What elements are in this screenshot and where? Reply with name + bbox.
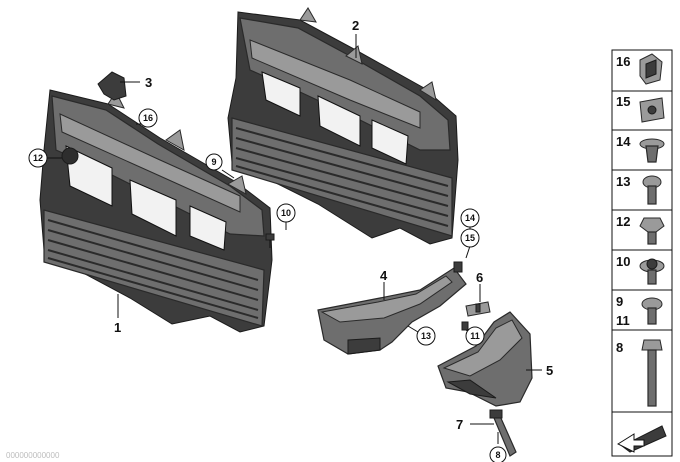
- circled-callouts: 8 9 10 11 12 13 14 15: [28, 108, 507, 462]
- spring-nut-icon: [639, 53, 663, 85]
- svg-text:9: 9: [211, 157, 216, 167]
- fastener-14-15-detail: [453, 261, 463, 273]
- svg-text:13: 13: [421, 331, 431, 341]
- svg-text:16: 16: [143, 113, 153, 123]
- svg-text:11: 11: [470, 331, 480, 341]
- arrow-plate-icon: [616, 425, 667, 453]
- callout-1: 1: [114, 320, 121, 335]
- callout-2: 2: [352, 18, 359, 33]
- svg-text:9: 9: [616, 294, 623, 309]
- svg-text:11: 11: [616, 313, 630, 328]
- callout-10-circle: 10: [276, 203, 296, 223]
- svg-text:8: 8: [616, 340, 623, 355]
- callout-9-circle: 9: [205, 153, 223, 171]
- callout-6: 6: [476, 270, 483, 285]
- svg-text:15: 15: [465, 233, 475, 243]
- bolt-icon: [641, 339, 663, 407]
- torx-screw-icon: [641, 297, 663, 325]
- clip-nut-icon: [639, 97, 665, 123]
- callout-15-circle: 15: [460, 228, 480, 248]
- collar-screw-icon: [639, 258, 665, 285]
- callout-12-circle: 12: [28, 148, 48, 168]
- svg-text:12: 12: [616, 214, 630, 229]
- fastener-legend-panel: 16 15 14 13: [611, 49, 673, 457]
- fastener-11-detail: [461, 321, 469, 331]
- legend-row-9-11: 9 11: [616, 294, 663, 328]
- callout-16-circle: 16: [138, 108, 158, 128]
- watermark-text: 000000000000: [6, 451, 60, 460]
- svg-text:10: 10: [616, 254, 630, 269]
- air-guide-left: [317, 267, 467, 355]
- legend-row-15: 15: [616, 94, 665, 123]
- legend-row-arrow: [616, 425, 667, 453]
- bracket-part-3: [97, 71, 127, 101]
- callout-labels: 1 2 3 4 5 6 7: [114, 18, 553, 432]
- legend-row-16: 16: [616, 53, 663, 85]
- expanding-rivet-icon: [639, 138, 665, 163]
- air-duct-frame-rear: [227, 7, 459, 245]
- air-guide-right: [437, 311, 533, 407]
- callout-7: 7: [456, 417, 463, 432]
- hex-screw-icon: [639, 217, 665, 245]
- callout-8-circle: 8: [489, 446, 507, 462]
- legend-row-10: 10: [616, 254, 665, 285]
- callout-5: 5: [546, 363, 553, 378]
- svg-text:14: 14: [616, 134, 631, 149]
- callout-14-circle: 14: [460, 208, 480, 228]
- svg-text:8: 8: [495, 450, 500, 460]
- svg-text:16: 16: [616, 54, 630, 69]
- support-rod-part-7: [489, 409, 517, 457]
- clip-part-6: [465, 301, 491, 317]
- svg-text:10: 10: [281, 208, 291, 218]
- screw-icon: [642, 175, 662, 205]
- callout-3: 3: [145, 75, 152, 90]
- legend-row-13: 13: [616, 174, 662, 205]
- fastener-10-detail: [265, 233, 275, 248]
- svg-text:12: 12: [33, 153, 43, 163]
- svg-text:15: 15: [616, 94, 630, 109]
- air-duct-frame-front: [39, 89, 273, 333]
- svg-text:14: 14: [465, 213, 475, 223]
- legend-row-14: 14: [616, 134, 665, 163]
- legend-row-12: 12: [616, 214, 665, 245]
- leader-lines: [46, 34, 542, 444]
- callout-13-circle: 13: [416, 326, 436, 346]
- legend-row-8: 8: [616, 339, 663, 407]
- callout-11-circle: 11: [465, 326, 485, 346]
- callout-4: 4: [380, 268, 388, 283]
- svg-text:13: 13: [616, 174, 630, 189]
